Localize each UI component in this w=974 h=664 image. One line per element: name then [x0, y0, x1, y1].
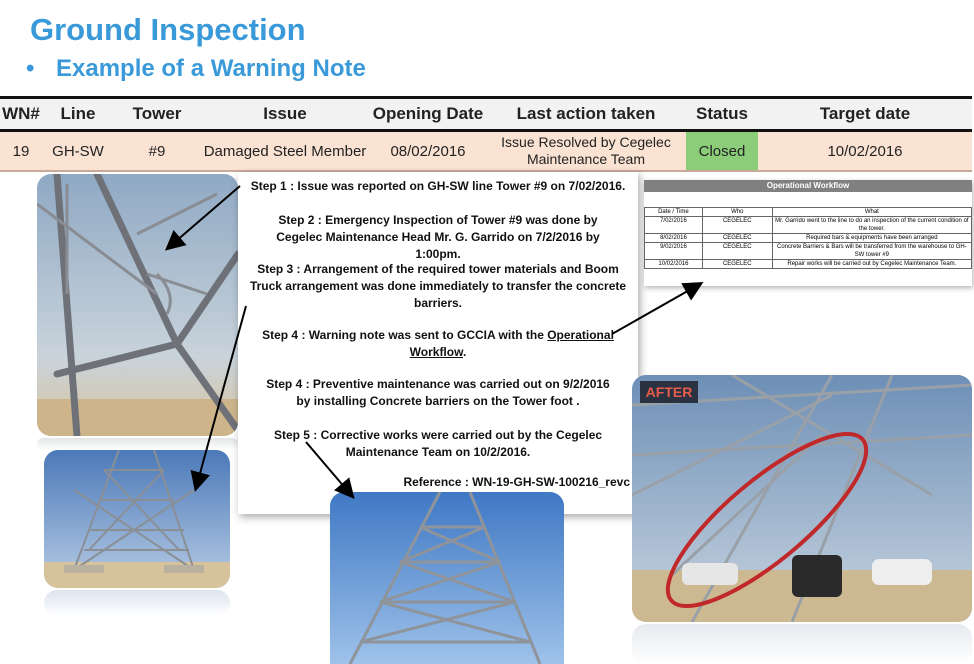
- workflow-cell-what: Repair works will be carried out by Cege…: [771, 259, 973, 269]
- workflow-header-who: Who: [701, 207, 773, 217]
- step-1: Step 1 : Issue was reported on GH-SW lin…: [250, 179, 626, 193]
- operational-workflow-panel: Operational Workflow Date / Time Who Wha…: [644, 180, 973, 286]
- table-row: 19 GH-SW #9 Damaged Steel Member 08/02/2…: [0, 130, 972, 172]
- photo-damaged-member: [37, 174, 238, 436]
- header-target-date: Target date: [758, 96, 972, 132]
- table-row: 10/02/2016 CEGELEC Repair works will be …: [644, 259, 973, 269]
- workflow-cell-who: CEGELEC: [701, 259, 773, 269]
- warning-note-table: WN# Line Tower Issue Opening Date Last a…: [0, 96, 972, 172]
- bullet-icon: •: [26, 55, 35, 82]
- header-last-action: Last action taken: [486, 96, 686, 132]
- workflow-cell-who: CEGELEC: [701, 233, 773, 243]
- highlight-ellipse: [665, 432, 869, 608]
- step-4-prefix: Step 4 : Warning note was sent to GCCIA …: [262, 328, 548, 342]
- header-line: Line: [42, 96, 114, 132]
- step-5: Step 5 : Corrective works were carried o…: [273, 428, 603, 459]
- header-opening-date: Opening Date: [370, 96, 486, 132]
- step-4-preventive: Step 4 : Preventive maintenance was carr…: [266, 377, 610, 408]
- table-row: 8/02/2016 CEGELEC Required bars & equipm…: [644, 233, 973, 243]
- workflow-header-row: Date / Time Who What: [644, 207, 973, 217]
- cell-opening-date: 08/02/2016: [370, 130, 486, 172]
- cell-issue: Damaged Steel Member: [200, 130, 370, 172]
- header-wn: WN#: [0, 96, 42, 132]
- table-header-row: WN# Line Tower Issue Opening Date Last a…: [0, 96, 972, 132]
- workflow-cell-what: Concrete Barriers & Bars will be transfe…: [771, 242, 973, 260]
- table-row: 9/02/2016 CEGELEC Concrete Barriers & Ba…: [644, 242, 973, 260]
- step-2: Step 2 : Emergency Inspection of Tower #…: [276, 213, 600, 261]
- step-4-warning: Step 4 : Warning note was sent to GCCIA …: [238, 327, 638, 361]
- workflow-cell-date: 9/02/2016: [644, 242, 703, 260]
- workflow-cell-what: Mr. Garrido went to the line to do an in…: [771, 216, 973, 234]
- photo-tower-barriers: [44, 450, 230, 588]
- workflow-cell-date: 10/02/2016: [644, 259, 703, 269]
- steps-panel: Step 1 : Issue was reported on GH-SW lin…: [238, 172, 638, 514]
- cell-last-action: Issue Resolved by Cegelec Maintenance Te…: [486, 130, 686, 172]
- cell-target-date: 10/02/2016: [758, 130, 972, 172]
- operational-workflow-link[interactable]: Operational Workflow: [409, 328, 614, 359]
- cell-line: GH-SW: [42, 130, 114, 172]
- table-row: 7/02/2016 CEGELEC Mr. Garrido went to th…: [644, 216, 973, 234]
- page-title: Ground Inspection: [30, 12, 306, 47]
- photo-after-reflection: [632, 624, 972, 664]
- reference-text: Reference : WN-19-GH-SW-100216_revc: [403, 475, 630, 489]
- photo-tower-barriers-reflection: [44, 590, 230, 616]
- workflow-cell-who: CEGELEC: [701, 216, 773, 234]
- step-4-suffix: .: [463, 345, 467, 359]
- page-subtitle: • Example of a Warning Note: [26, 55, 366, 83]
- operational-workflow-table: Date / Time Who What 7/02/2016 CEGELEC M…: [644, 207, 973, 269]
- header-status: Status: [686, 96, 758, 132]
- workflow-cell-what: Required bars & equipments have been arr…: [771, 233, 973, 243]
- operational-workflow-title: Operational Workflow: [644, 180, 972, 192]
- photo-after: [632, 375, 972, 622]
- photo-damaged-member-reflection: [37, 438, 238, 450]
- step-3: Step 3 : Arrangement of the required tow…: [249, 262, 627, 310]
- header-tower: Tower: [114, 96, 200, 132]
- cell-wn: 19: [0, 130, 42, 172]
- workflow-cell-date: 7/02/2016: [644, 216, 703, 234]
- subtitle-text: Example of a Warning Note: [56, 55, 366, 82]
- cell-status: Closed: [686, 130, 758, 172]
- cell-tower: #9: [114, 130, 200, 172]
- after-label: AFTER: [640, 381, 698, 403]
- photo-tower-corrective: [330, 492, 564, 664]
- workflow-cell-who: CEGELEC: [701, 242, 773, 260]
- header-issue: Issue: [200, 96, 370, 132]
- workflow-cell-date: 8/02/2016: [644, 233, 703, 243]
- workflow-header-what: What: [771, 207, 973, 217]
- workflow-header-date: Date / Time: [644, 207, 703, 217]
